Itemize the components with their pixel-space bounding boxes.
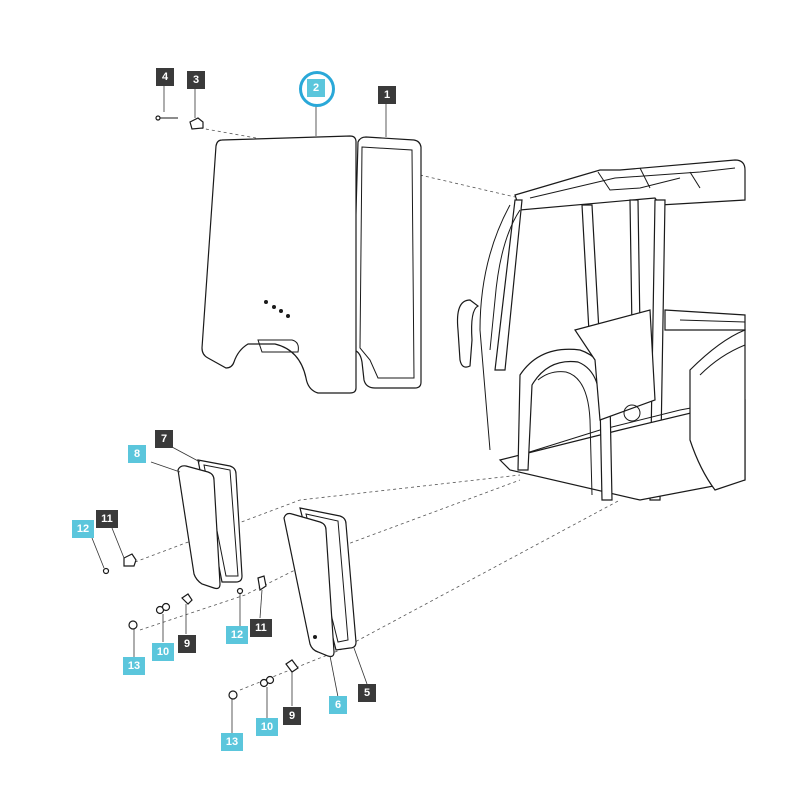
part-10-washer-lower[interactable] [259, 675, 275, 688]
cab-frame [456, 159, 746, 501]
part-10-washer-upper[interactable] [155, 602, 171, 615]
callout-11-lower[interactable]: 11 [250, 619, 272, 637]
callout-9-lower[interactable]: 9 [283, 707, 301, 725]
leader-lines [91, 85, 387, 733]
glass-hole [313, 635, 317, 639]
part-12-screw-upper[interactable] [102, 567, 110, 575]
assembly-line [134, 474, 521, 563]
callout-10-upper[interactable]: 10 [152, 643, 174, 661]
part-13-nut-upper[interactable] [128, 620, 138, 630]
part-11-latch-upper[interactable] [123, 553, 137, 567]
assembly-line [139, 479, 521, 631]
part-13-nut-lower[interactable] [228, 690, 238, 700]
part-9-bracket-upper[interactable] [181, 593, 193, 605]
callout-12-lower[interactable]: 12 [226, 626, 248, 644]
part-3-clip[interactable] [189, 117, 204, 130]
part-4-screw[interactable] [155, 115, 178, 121]
callout-4[interactable]: 4 [156, 68, 174, 86]
part-12-screw-lower[interactable] [236, 587, 244, 595]
callout-13-upper[interactable]: 13 [123, 657, 145, 675]
callout-1[interactable]: 1 [378, 86, 396, 104]
selected-part-highlight-ring [299, 71, 335, 107]
part-11-latch-lower[interactable] [257, 575, 267, 592]
part-2-rear-window-glass[interactable] [201, 135, 357, 394]
callout-3[interactable]: 3 [187, 71, 205, 89]
window-mounting-holes [264, 300, 290, 318]
part-1-window-seal-inner [359, 146, 415, 379]
part-8-side-window-glass[interactable] [177, 465, 221, 590]
callout-11-upper[interactable]: 11 [96, 510, 118, 528]
callout-10-lower[interactable]: 10 [256, 718, 278, 736]
callout-9-upper[interactable]: 9 [178, 635, 196, 653]
part-6-side-window-glass[interactable] [283, 512, 335, 658]
callout-13-lower[interactable]: 13 [221, 733, 243, 751]
callout-12-upper[interactable]: 12 [72, 520, 94, 538]
callout-8[interactable]: 8 [128, 445, 146, 463]
part-1-window-seal[interactable] [351, 136, 422, 389]
callout-2[interactable]: 2 [307, 79, 325, 97]
part-7-seal-inner [203, 464, 239, 577]
callout-5[interactable]: 5 [358, 684, 376, 702]
part-9-bracket-lower[interactable] [285, 659, 299, 673]
window-cutout-edge [257, 339, 299, 353]
callout-7[interactable]: 7 [155, 430, 173, 448]
assembly-line [199, 127, 257, 139]
assembly-line [419, 174, 516, 198]
assembly-line [239, 499, 621, 691]
callout-6[interactable]: 6 [329, 696, 347, 714]
